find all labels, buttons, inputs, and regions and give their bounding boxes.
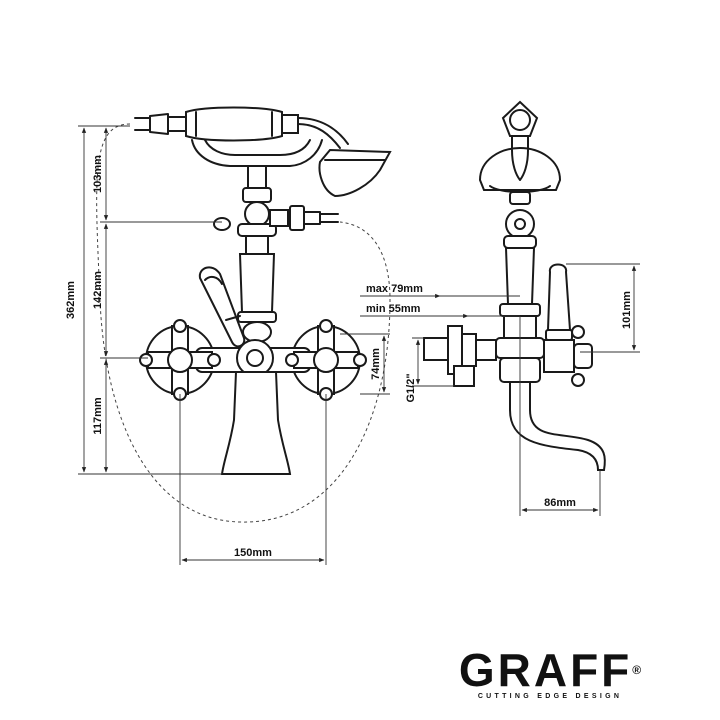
- dim-spout-reach: 86mm: [544, 497, 576, 509]
- dim-body-height: 142mm: [92, 271, 104, 309]
- brand-wordmark: GRAFF®: [450, 647, 650, 693]
- dim-valve-height: 74mm: [370, 348, 382, 380]
- brand-tagline: CUTTING EDGE DESIGN: [477, 693, 623, 700]
- side-hand-shower: [478, 100, 562, 193]
- side-lever: [543, 263, 593, 387]
- brand-registered-mark: ®: [632, 663, 642, 677]
- hose-path: [96, 123, 391, 523]
- dim-base-height: 117mm: [92, 397, 104, 435]
- dim-connection: G1/2": [405, 373, 417, 402]
- base: [220, 371, 292, 475]
- dim-min-projection: min 55mm: [366, 303, 421, 315]
- front-view: 362mm 103mm 142mm 117mm 74mm 150mm: [65, 106, 392, 565]
- hand-shower: [134, 106, 392, 198]
- dim-center-spacing: 150mm: [234, 547, 272, 559]
- side-column: [495, 191, 545, 383]
- dim-lever-height: 101mm: [621, 291, 633, 329]
- dim-hand-shower-height: 103mm: [92, 155, 104, 193]
- side-view: max 79mm min 55mm G1/2" 101mm 86mm: [360, 100, 640, 516]
- front-dimensions: [78, 125, 390, 565]
- brand-logo: GRAFF® CUTTING EDGE DESIGN: [450, 647, 650, 700]
- column: [213, 187, 339, 343]
- brand-name: GRAFF: [458, 644, 633, 696]
- dim-max-projection: max 79mm: [366, 283, 423, 295]
- dim-overall-height: 362mm: [65, 281, 77, 319]
- lever: [198, 266, 246, 348]
- side-wall-connection: [423, 325, 497, 387]
- side-dimensions: [360, 263, 640, 516]
- side-spout: [509, 381, 606, 471]
